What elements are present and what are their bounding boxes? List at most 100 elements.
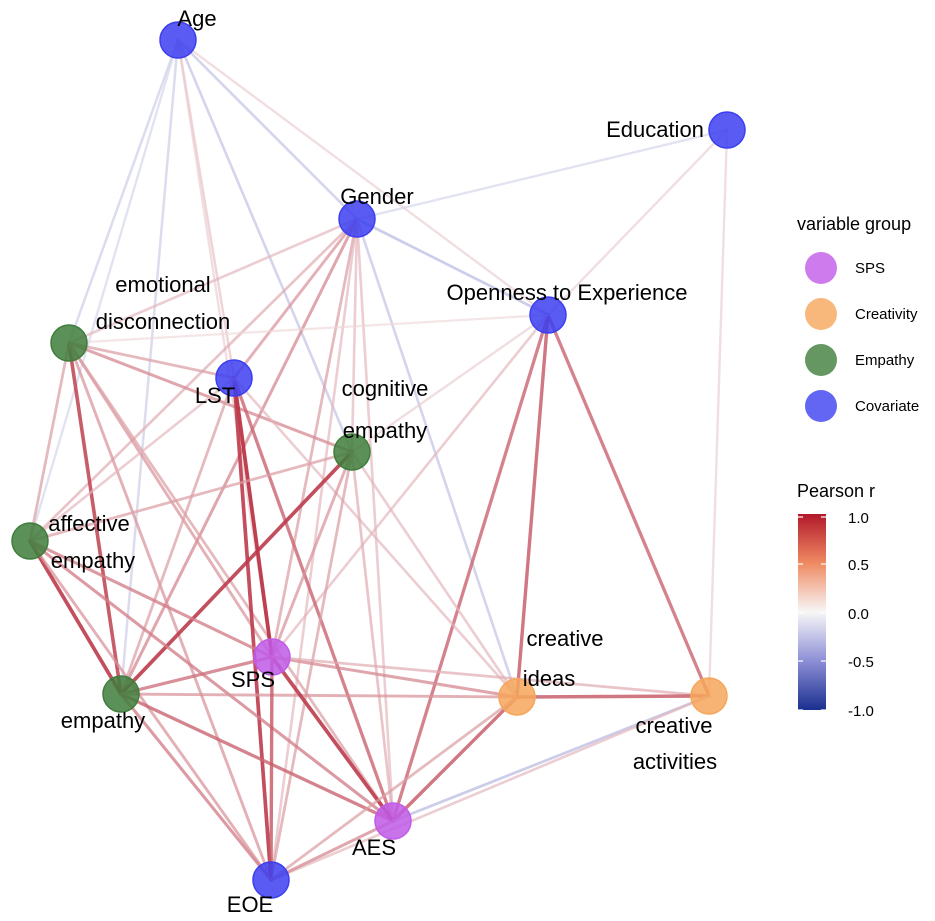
edge-cog_emp-eoe <box>269 450 354 882</box>
edge-aff_emp-aes <box>28 539 395 823</box>
legend-label-empathy: Empathy <box>855 352 915 369</box>
legend-swatch-creativity <box>805 298 837 330</box>
edge-sps-cr_ideas <box>270 655 519 699</box>
node-lst <box>215 359 253 397</box>
edge-gender-openness <box>355 217 550 317</box>
edge-empathy-aes <box>119 692 395 823</box>
label-emo_disc-1: disconnection <box>96 309 231 334</box>
edge-empathy-eoe <box>119 692 273 882</box>
edge-openness-cog_emp <box>350 313 550 454</box>
scale-tick-label: 1.0 <box>848 510 869 527</box>
edge-empathy-cr_ideas <box>119 692 519 699</box>
edge-emo_disc-aes <box>67 341 395 823</box>
edge-age-aff_emp <box>28 38 180 543</box>
edge-education-cr_act <box>707 128 729 698</box>
node-empathy <box>102 675 140 713</box>
edge-lst-aff_emp <box>28 376 236 543</box>
label-age: Age <box>177 6 216 31</box>
edge-gender-cr_ideas <box>355 217 519 699</box>
label-cr_ideas-0: creative <box>526 626 603 651</box>
legend-group-title: variable group <box>797 214 911 234</box>
edge-emo_disc-aff_emp <box>28 341 71 543</box>
legend-color-title: Pearson r <box>797 481 875 501</box>
label-cog_emp-0: cognitive <box>342 376 429 401</box>
scale-tick-label: -1.0 <box>848 703 874 720</box>
edge-lst-aes <box>232 376 395 823</box>
label-cr_act-1: activities <box>633 749 717 774</box>
edge-cr_ideas-eoe <box>269 695 519 882</box>
edge-cog_emp-aes <box>350 450 395 823</box>
edge-aff_emp-eoe <box>28 539 273 882</box>
node-gender <box>338 200 376 238</box>
legend-swatch-covariate <box>805 390 837 422</box>
scale-tick-label: 0.0 <box>848 606 869 623</box>
edge-education-openness <box>546 128 729 317</box>
label-eoe: EOE <box>227 892 273 917</box>
edge-gender-aes <box>355 217 395 823</box>
label-cog_emp-1: empathy <box>343 418 427 443</box>
edge-lst-cr_ideas <box>232 376 519 699</box>
edge-empathy-sps <box>119 655 274 696</box>
edge-lst-sps <box>232 376 274 659</box>
edge-lst-eoe <box>232 376 273 882</box>
label-cr_ideas-1: ideas <box>523 666 576 691</box>
edge-openness-cr_ideas <box>515 313 550 699</box>
edges-layer <box>28 38 729 882</box>
edge-gender-cog_emp <box>350 217 359 454</box>
legend-swatch-empathy <box>805 344 837 376</box>
edge-sps-eoe <box>269 655 274 882</box>
edge-cog_emp-empathy <box>119 450 354 696</box>
edge-gender-lst <box>232 217 359 380</box>
label-aff_emp-1: empathy <box>51 548 135 573</box>
node-openness <box>529 296 567 334</box>
scale-tick-label: -0.5 <box>848 654 874 671</box>
edge-age-gender <box>176 38 359 221</box>
legend-label-creativity: Creativity <box>855 306 918 323</box>
edge-emo_disc-eoe <box>67 341 273 882</box>
edge-age-emo_disc <box>67 38 180 345</box>
scale-tick-label: 0.5 <box>848 557 869 574</box>
label-gender: Gender <box>340 184 413 209</box>
label-openness: Openness to Experience <box>447 280 688 305</box>
edge-openness-cr_act <box>546 313 711 698</box>
label-education: Education <box>606 117 704 142</box>
edge-age-openness <box>176 38 550 317</box>
label-emo_disc-0: emotional <box>115 272 210 297</box>
label-aff_emp-0: affective <box>48 511 130 536</box>
edge-openness-aes <box>391 313 550 823</box>
node-education <box>708 111 746 149</box>
legend-swatch-sps <box>805 252 837 284</box>
edge-aes-eoe <box>269 819 395 882</box>
edge-emo_disc-empathy <box>67 341 123 696</box>
label-cr_act-0: creative <box>635 713 712 738</box>
edge-openness-sps <box>270 313 550 659</box>
legend-label-sps: SPS <box>855 260 885 277</box>
edge-age-empathy <box>119 38 180 696</box>
edge-cr_ideas-aes <box>391 695 519 823</box>
edge-cog_emp-sps <box>270 450 354 659</box>
node-aff_emp <box>11 522 49 560</box>
legend: variable group SPSCreativityEmpathyCovar… <box>797 214 919 720</box>
edge-emo_disc-lst <box>67 341 236 380</box>
node-eoe <box>252 861 290 899</box>
edge-gender-emo_disc <box>67 217 359 345</box>
node-sps <box>253 638 291 676</box>
edge-aff_emp-empathy <box>28 539 123 696</box>
pearson-colorbar <box>798 514 826 710</box>
label-empathy: empathy <box>61 708 145 733</box>
node-aes <box>374 802 412 840</box>
node-cog_emp <box>333 433 371 471</box>
edge-age-cog_emp <box>176 38 354 454</box>
node-emo_disc <box>50 324 88 362</box>
node-age <box>159 21 197 59</box>
edge-lst-empathy <box>119 376 236 696</box>
pearson-ticks: 1.0 0.5 0.0 -0.5 -1.0 <box>798 510 874 720</box>
label-aes: AES <box>352 835 396 860</box>
node-cr_act <box>690 677 728 715</box>
edge-sps-cr_act <box>270 655 711 698</box>
edge-sps-aes <box>270 655 395 823</box>
edge-cr_act-eoe <box>269 694 711 882</box>
